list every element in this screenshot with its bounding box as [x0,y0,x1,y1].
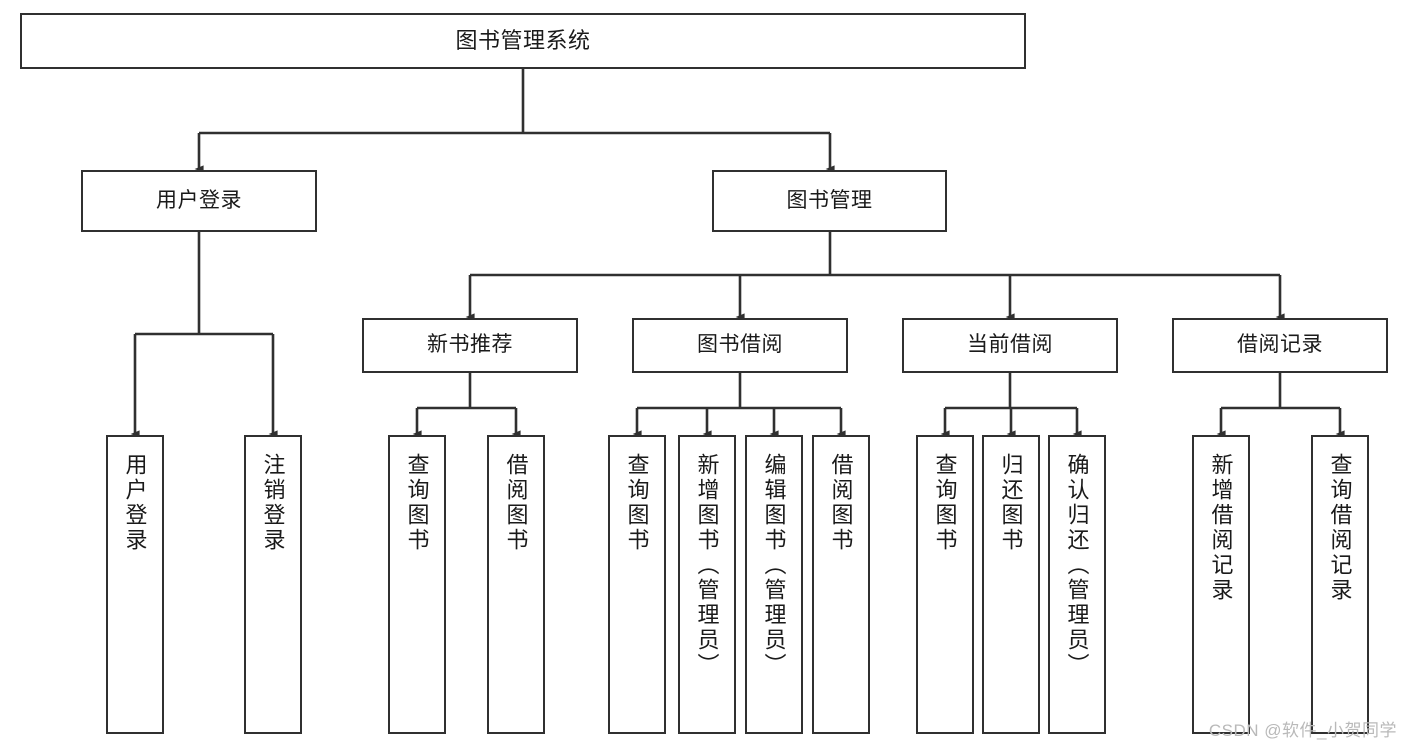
node-leaf-add-record[interactable]: 新增借阅记录 [1192,435,1250,734]
node-label: 图书管理 [786,188,873,212]
node-leaf-user-login[interactable]: 用户登录 [106,435,164,734]
node-book-borrow[interactable]: 图书借阅 [632,318,848,373]
node-new-book-rec[interactable]: 新书推荐 [362,318,578,373]
node-leaf-query-book-3[interactable]: 查询图书 [916,435,974,734]
node-label: 归还图书 [998,453,1024,553]
node-label: 图书借阅 [697,333,783,357]
node-label: 确认归还（管理员） [1064,453,1090,678]
node-label: 新增图书（管理员） [694,453,720,678]
node-label: 借阅图书 [503,453,529,553]
node-leaf-edit-book[interactable]: 编辑图书（管理员） [745,435,803,734]
node-leaf-borrow-book-2[interactable]: 借阅图书 [812,435,870,734]
node-leaf-logout[interactable]: 注销登录 [244,435,302,734]
node-leaf-return-book[interactable]: 归还图书 [982,435,1040,734]
node-leaf-query-book-2[interactable]: 查询图书 [608,435,666,734]
node-label: 新增借阅记录 [1208,453,1234,603]
node-label: 用户登录 [156,188,242,212]
node-leaf-confirm-return[interactable]: 确认归还（管理员） [1048,435,1106,734]
node-label: 图书管理系统 [455,27,591,53]
node-label: 查询图书 [404,453,430,553]
node-label: 新书推荐 [427,333,513,357]
node-leaf-borrow-book-1[interactable]: 借阅图书 [487,435,545,734]
node-label: 当前借阅 [967,333,1053,357]
node-label: 借阅图书 [828,453,854,553]
node-label: 查询图书 [624,453,650,553]
node-leaf-add-book[interactable]: 新增图书（管理员） [678,435,736,734]
node-label: 查询图书 [932,453,958,553]
node-root[interactable]: 图书管理系统 [20,13,1026,69]
node-leaf-query-book-1[interactable]: 查询图书 [388,435,446,734]
node-current-borrow[interactable]: 当前借阅 [902,318,1118,373]
node-label: 编辑图书（管理员） [761,453,787,678]
node-borrow-record[interactable]: 借阅记录 [1172,318,1388,373]
node-label: 借阅记录 [1237,333,1323,357]
node-book-manage[interactable]: 图书管理 [712,170,947,232]
node-user-login[interactable]: 用户登录 [81,170,317,232]
node-label: 查询借阅记录 [1327,453,1353,603]
node-label: 注销登录 [260,453,286,553]
node-leaf-query-record[interactable]: 查询借阅记录 [1311,435,1369,734]
node-label: 用户登录 [122,453,148,553]
